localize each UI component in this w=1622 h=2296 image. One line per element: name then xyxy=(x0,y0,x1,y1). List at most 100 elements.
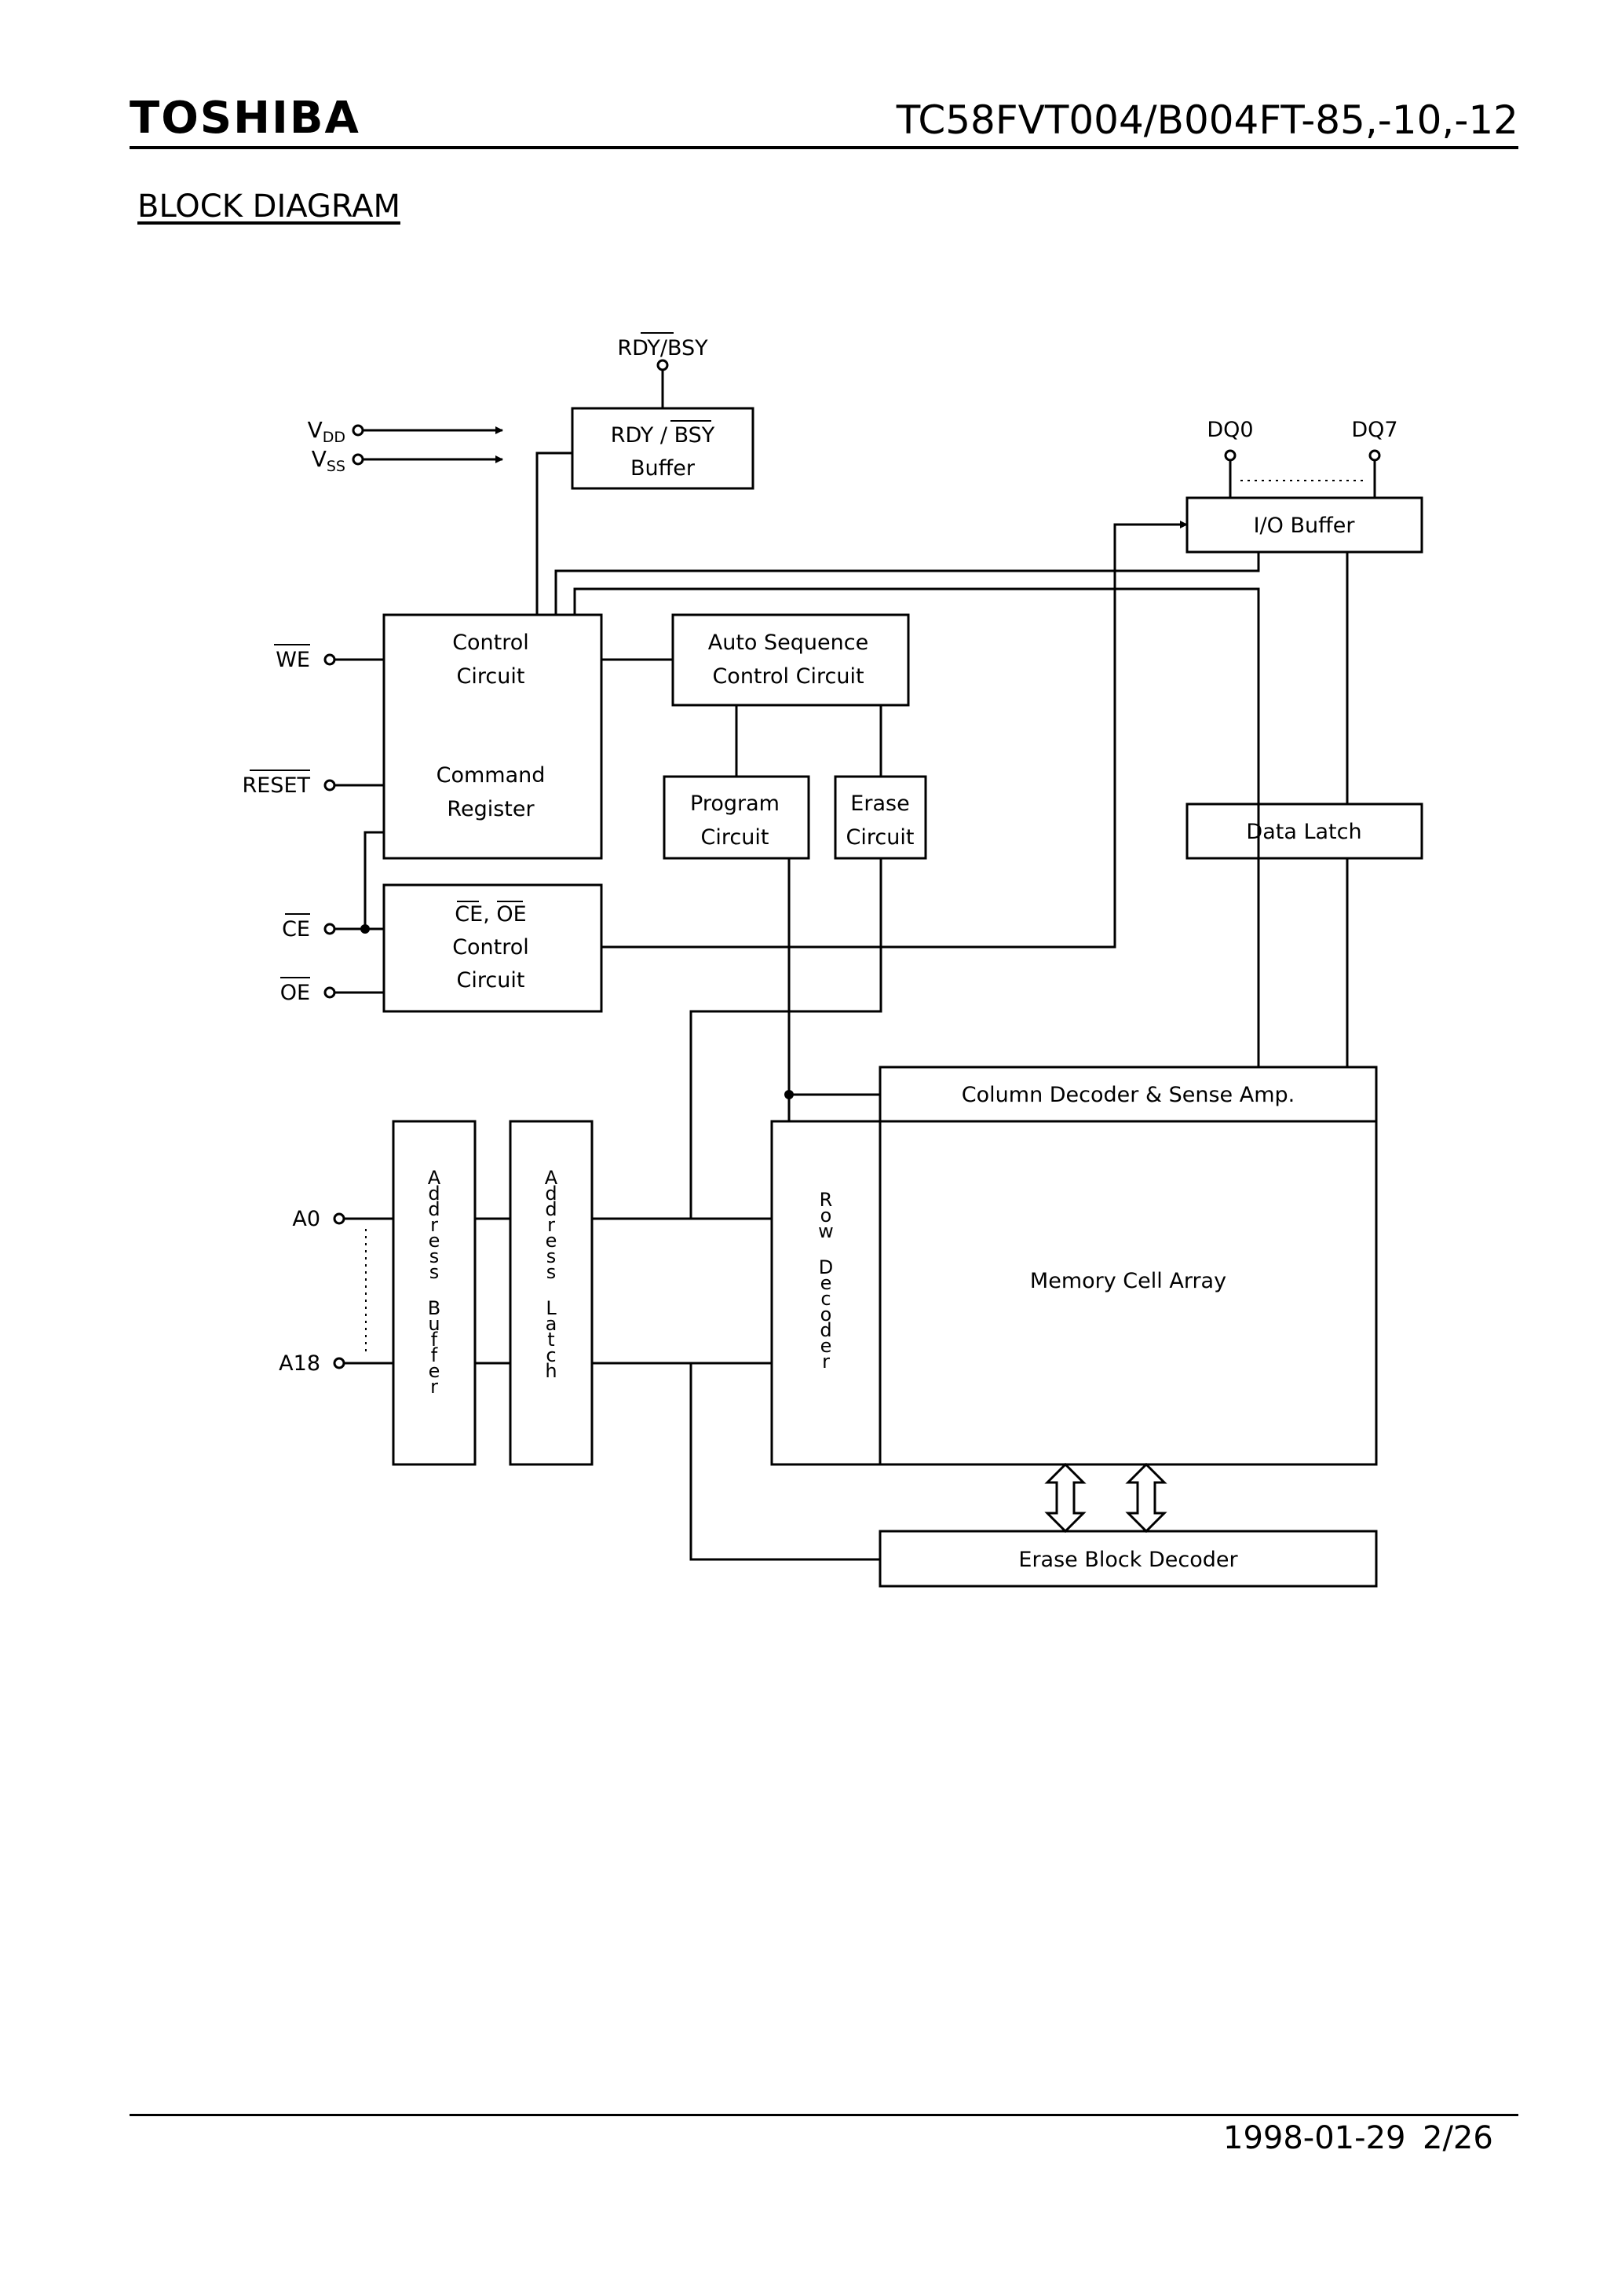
latch-to-erase-block-line xyxy=(689,1363,880,1561)
vertical-label-char: t xyxy=(547,1329,554,1351)
program-to-column-line xyxy=(787,858,880,1096)
ce-junction-dot xyxy=(360,924,370,934)
auto-sequence-box xyxy=(671,613,910,707)
io-buffer-label: I/O Buffer xyxy=(1254,514,1356,538)
ce-label: CE xyxy=(282,917,310,941)
vertical-label-char: d xyxy=(428,1198,440,1220)
vertical-label-char: d xyxy=(545,1198,557,1220)
section-title: BLOCK DIAGRAM xyxy=(137,188,400,225)
reset-pin xyxy=(323,779,336,792)
dq7-pin xyxy=(1368,449,1381,462)
control-circuit-box xyxy=(382,613,603,860)
address-latch-box xyxy=(509,1120,594,1466)
vertical-label-char: f xyxy=(431,1344,438,1366)
erase-circuit-line2: Circuit xyxy=(846,825,915,850)
vertical-label-char: s xyxy=(429,1245,440,1267)
ce-pin xyxy=(323,923,336,935)
erase-circuit-line1: Erase xyxy=(850,792,909,816)
footer-rule xyxy=(130,2114,1518,2116)
vertical-label-char: o xyxy=(820,1303,832,1325)
rdy-buffer-line1: RDY / BSY xyxy=(611,423,715,448)
brand-logo: TOSHIBA xyxy=(130,93,360,144)
dq0-pin xyxy=(1224,449,1237,462)
vertical-label-char: e xyxy=(820,1272,832,1294)
vertical-label-char: s xyxy=(546,1245,557,1267)
vertical-label-char: e xyxy=(429,1360,440,1382)
command-register-line2: Register xyxy=(447,797,535,821)
auto-sequence-line1: Auto Sequence xyxy=(708,631,868,655)
vdd-label-v: V xyxy=(308,417,323,443)
erase-block-decoder-box xyxy=(879,1530,1378,1588)
rdy-pin xyxy=(656,359,669,371)
vertical-label-char: r xyxy=(547,1214,555,1236)
we-label: WE xyxy=(276,648,310,672)
double-arrow-right xyxy=(1125,1462,1167,1534)
command-register-line1: Command xyxy=(437,763,546,788)
memory-cell-array-label: Memory Cell Array xyxy=(1030,1269,1226,1293)
vdd-label-sub: DD xyxy=(323,429,345,446)
vertical-label-char: w xyxy=(818,1220,834,1242)
oe-label: OE xyxy=(280,981,310,1005)
vertical-label-char: B xyxy=(428,1297,440,1319)
rdy-bsy-label: RDY/BSY xyxy=(617,336,708,360)
vertical-label-char: d xyxy=(820,1319,831,1341)
column-decoder-label: Column Decoder & Sense Amp. xyxy=(962,1083,1295,1107)
footer-page-number: 2/26 xyxy=(1423,2120,1493,2156)
vertical-label-char: c xyxy=(546,1344,556,1366)
vertical-label-char: r xyxy=(430,1214,438,1236)
vss-label-v: V xyxy=(312,446,327,472)
vertical-label-char: e xyxy=(429,1230,440,1252)
control-to-column-line xyxy=(573,587,1260,1067)
vertical-label-char: f xyxy=(431,1329,438,1351)
a0-label: A0 xyxy=(292,1207,320,1231)
vertical-label-char: D xyxy=(819,1256,833,1278)
vertical-label-char: A xyxy=(428,1167,441,1189)
vertical-label-char: u xyxy=(428,1313,440,1335)
vertical-label-char: r xyxy=(822,1351,830,1373)
vertical-label-char: s xyxy=(429,1261,440,1283)
memory-region-box xyxy=(770,1120,1378,1466)
data-latch-box xyxy=(1185,803,1423,860)
vertical-label-char: L xyxy=(546,1297,557,1319)
program-junction-dot xyxy=(784,1090,794,1099)
vss-pin xyxy=(352,453,364,466)
address-buffer-box xyxy=(392,1120,477,1466)
vertical-label-char: e xyxy=(546,1230,557,1252)
ceoe-control-line2: Control xyxy=(452,935,529,960)
double-arrow-left xyxy=(1044,1462,1087,1534)
vdd-pin xyxy=(352,424,364,437)
control-to-io-line xyxy=(554,552,1260,615)
header-rule xyxy=(130,146,1518,149)
vdd-label: VDD xyxy=(308,417,345,446)
vertical-label-char: o xyxy=(820,1205,832,1227)
program-circuit-line2: Circuit xyxy=(701,825,769,850)
ceoe-control-line1: CE, OE xyxy=(455,902,526,927)
vertical-label-char: h xyxy=(545,1360,557,1382)
vertical-label-char: s xyxy=(546,1261,557,1283)
vss-label-sub: SS xyxy=(327,458,345,475)
vertical-label-char: d xyxy=(545,1183,557,1205)
vertical-label-char: R xyxy=(820,1189,833,1211)
footer-date: 1998-01-29 xyxy=(1223,2120,1406,2156)
a18-pin xyxy=(333,1357,345,1369)
dq7-label: DQ7 xyxy=(1351,418,1397,442)
data-latch-label: Data Latch xyxy=(1246,820,1361,844)
oe-pin xyxy=(323,986,336,999)
rdy-buffer-line2: Buffer xyxy=(630,456,696,481)
ce-to-control-line xyxy=(363,831,384,929)
a18-label: A18 xyxy=(279,1351,320,1376)
control-circuit-line2: Circuit xyxy=(457,664,525,689)
vertical-label-char: A xyxy=(545,1167,558,1189)
vertical-label-char: r xyxy=(430,1376,438,1398)
ceoe-control-line3: Circuit xyxy=(457,968,525,993)
erase-block-decoder-label: Erase Block Decoder xyxy=(1018,1548,1238,1572)
a0-pin xyxy=(333,1212,345,1225)
part-number: TC58FVT004/B004FT-85,-10,-12 xyxy=(896,97,1518,143)
control-to-rdy-line xyxy=(535,452,572,615)
reset-label: RESET xyxy=(242,773,310,798)
rdy-buffer-box xyxy=(571,407,754,490)
we-pin xyxy=(323,653,336,666)
